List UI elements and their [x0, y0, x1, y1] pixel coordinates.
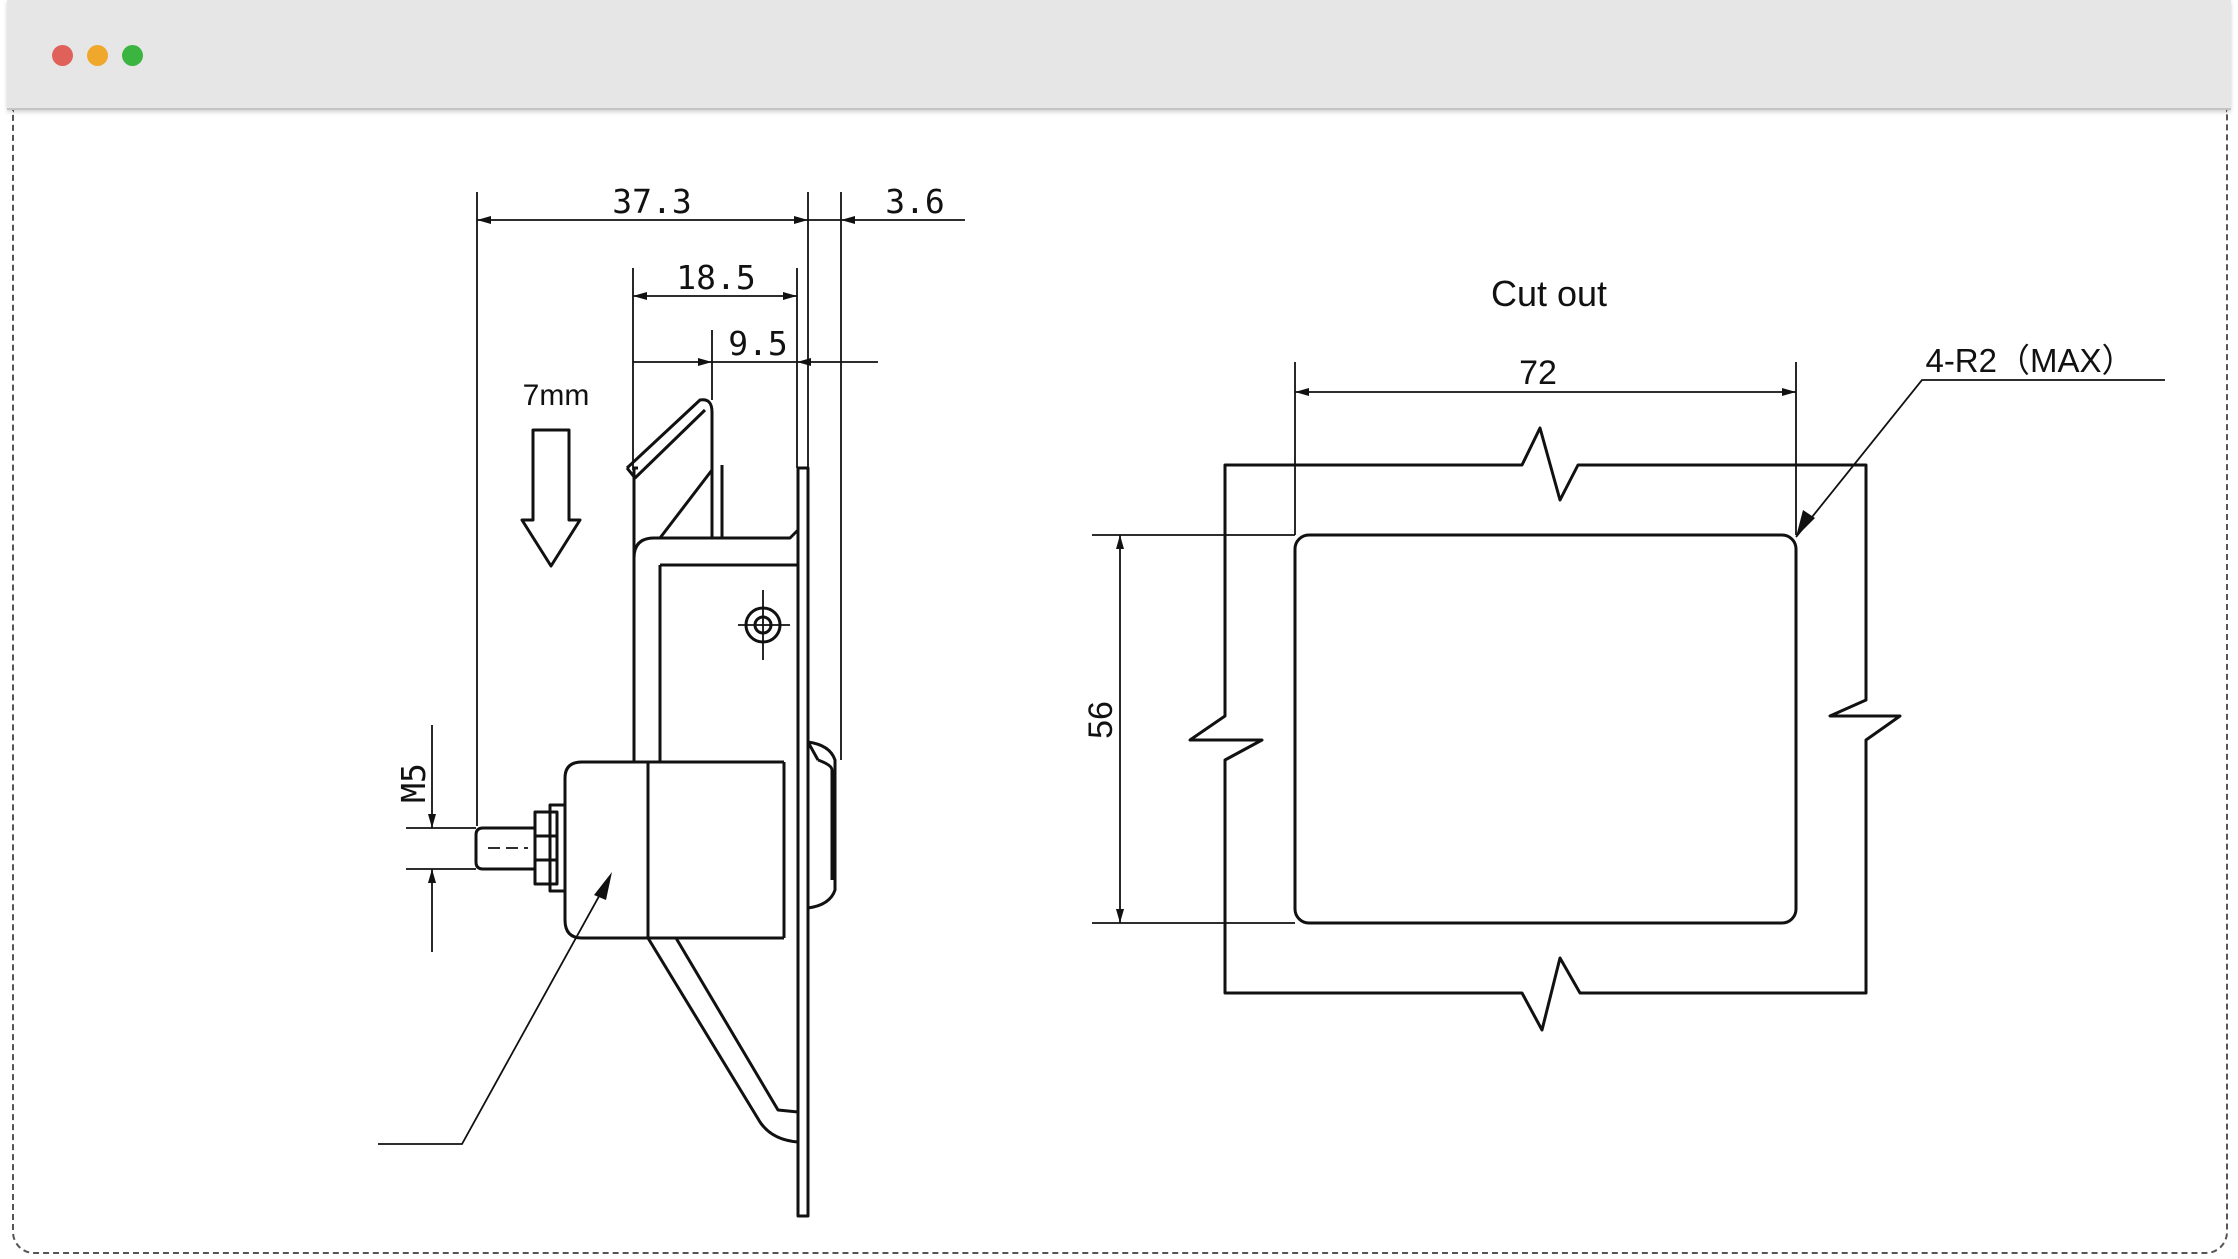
corner-radius-label: 4-R2（MAX）: [1925, 342, 2134, 379]
mounting-plate: [796, 466, 810, 1218]
bent-tab: [625, 398, 714, 538]
window-title-bar: [7, 0, 2231, 110]
corner-radius-leader: [1795, 379, 2165, 538]
side-view-dimensions: 37.3 3.6 18.5 9.5 M5: [394, 182, 965, 952]
cutout-height: 56: [1082, 701, 1120, 739]
drawing-frame: [12, 110, 2228, 1254]
cutout-view: Cut out 72 56 4-R2（MAX）: [1082, 273, 2165, 1032]
cutout-width: 72: [1519, 354, 1557, 392]
down-arrow-icon: [520, 428, 582, 568]
cutout-rectangle: [1293, 533, 1798, 925]
maximize-window-button[interactable]: [122, 45, 143, 66]
dimension-thread: M5: [394, 763, 433, 803]
dimension-offset: 9.5: [728, 324, 788, 363]
cutout-title: Cut out: [1491, 273, 1607, 314]
dimension-overall: 37.3: [612, 182, 691, 221]
dimension-body: 18.5: [676, 258, 755, 297]
front-knob: [807, 740, 837, 910]
threaded-stud: [474, 826, 535, 871]
close-window-button[interactable]: [52, 45, 73, 66]
travel-indicator: 7mm: [520, 379, 590, 568]
travel-distance: 7mm: [523, 379, 590, 412]
latch-body: [563, 760, 784, 940]
dimension-plate: 3.6: [885, 182, 945, 221]
latch-side-view: [378, 398, 837, 1218]
minimize-window-button[interactable]: [87, 45, 108, 66]
panel-break-outline: [1188, 426, 1902, 1032]
body-leader: [378, 879, 609, 1145]
diagonal-strut: [646, 937, 799, 1144]
hex-nut: [533, 810, 559, 886]
